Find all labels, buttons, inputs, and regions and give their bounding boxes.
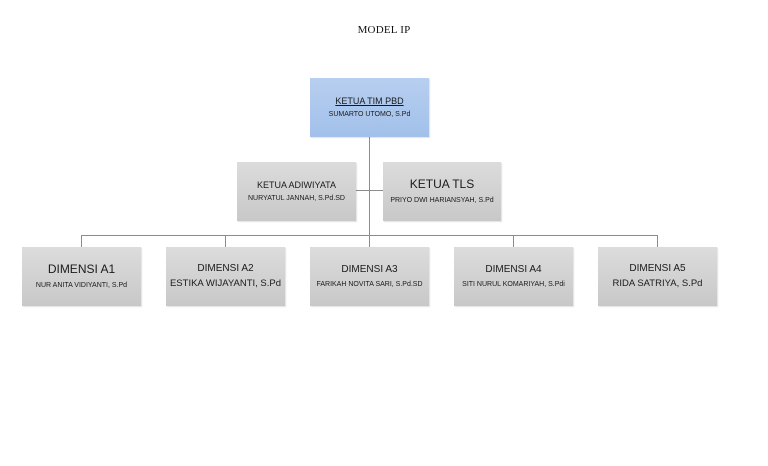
node-role: DIMENSI A3 <box>341 264 398 276</box>
node-role: DIMENSI A5 <box>629 262 686 274</box>
node-role: KETUA TLS <box>409 177 475 192</box>
node-name: NURYATUL JANNAH, S.Pd.SD <box>248 195 345 203</box>
node-ketua-tls: KETUA TLS PRIYO DWI HARIANSYAH, S.Pd <box>383 162 501 221</box>
node-dimensi-a1: DIMENSI A1 NUR ANITA VIDIYANTI, S.Pd <box>22 247 141 306</box>
node-role: KETUA TIM PBD <box>335 95 404 106</box>
node-name: RIDA SATRIYA, S.Pd <box>612 278 703 290</box>
node-role: DIMENSI A2 <box>197 262 254 274</box>
node-name: NUR ANITA VIDIYANTI, S.Pd <box>35 281 128 289</box>
node-dimensi-a2: DIMENSI A2 ESTIKA WIJAYANTI, S.Pd <box>166 247 285 306</box>
node-ketua-tim-pbd: KETUA TIM PBD SUMARTO UTOMO, S.Pd <box>310 78 429 137</box>
node-name: PRIYO DWI HARIANSYAH, S.Pd <box>390 196 494 204</box>
node-ketua-adiwiyata: KETUA ADIWIYATA NURYATUL JANNAH, S.Pd.SD <box>237 162 356 221</box>
node-role: DIMENSI A4 <box>485 264 542 276</box>
node-dimensi-a5: DIMENSI A5 RIDA SATRIYA, S.Pd <box>598 247 717 306</box>
node-role: DIMENSI A1 <box>47 262 116 277</box>
node-name: FARIKAH NOVITA SARI, S.Pd.SD <box>316 280 423 288</box>
node-dimensi-a4: DIMENSI A4 SITI NURUL KOMARIYAH, S.Pdi <box>454 247 573 306</box>
node-role: KETUA ADIWIYATA <box>256 179 336 190</box>
node-name: SUMARTO UTOMO, S.Pd <box>328 111 411 119</box>
diagram-title: MODEL IP <box>357 24 411 36</box>
node-name: SITI NURUL KOMARIYAH, S.Pdi <box>462 280 565 288</box>
node-name: ESTIKA WIJAYANTI, S.Pd <box>169 278 282 290</box>
node-dimensi-a3: DIMENSI A3 FARIKAH NOVITA SARI, S.Pd.SD <box>310 247 429 306</box>
